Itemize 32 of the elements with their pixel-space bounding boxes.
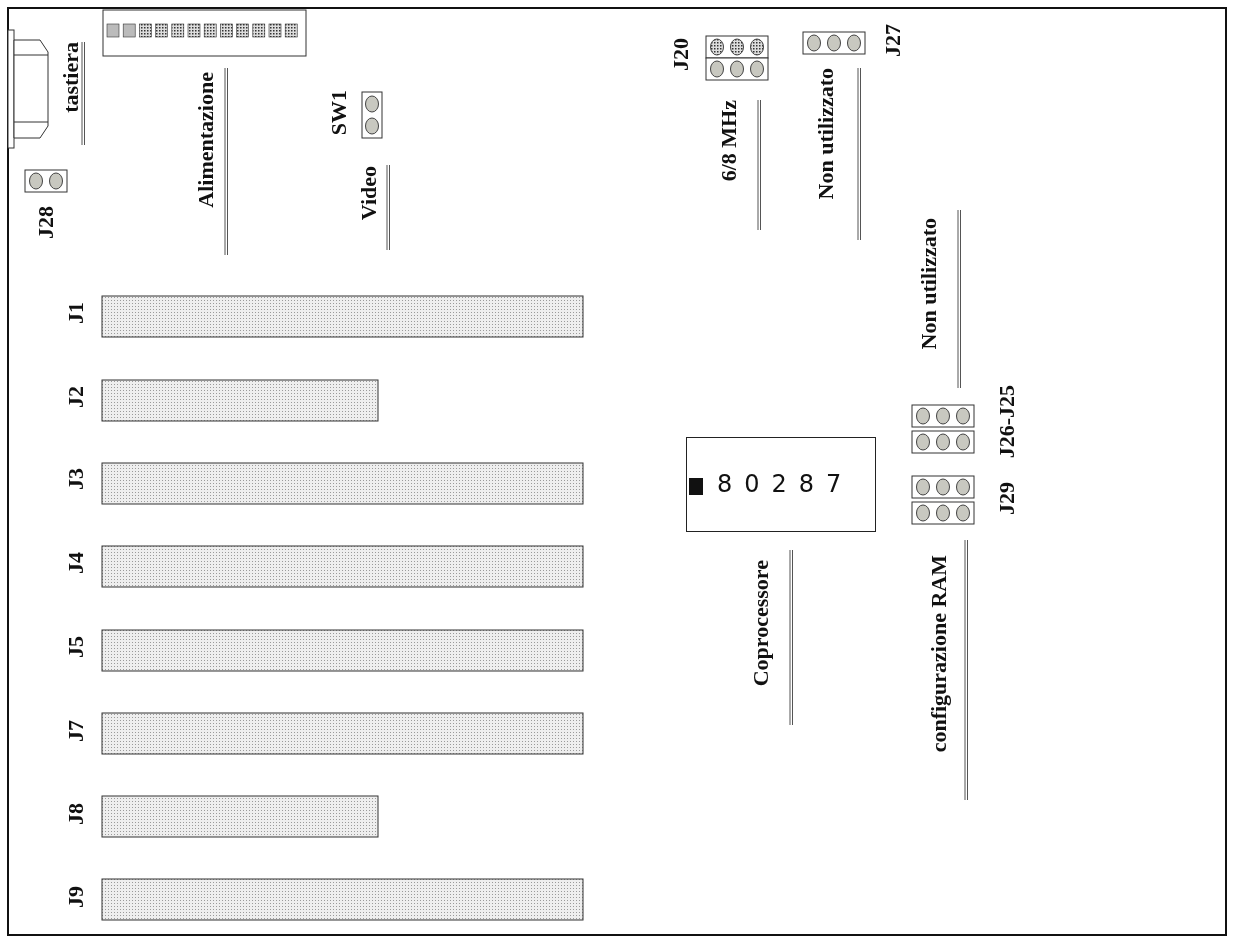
part-label: tastiera (60, 42, 82, 113)
expansion-slot (101, 545, 584, 588)
part-label: J20 (670, 38, 692, 71)
expansion-slot (101, 462, 584, 505)
part-label: Video (358, 166, 380, 221)
chip-caption: Coprocessore (750, 560, 772, 687)
expansion-slot (101, 795, 379, 838)
expansion-slot (101, 629, 584, 672)
part-label: J2 (65, 386, 87, 408)
expansion-slot (101, 878, 584, 921)
expansion-slot (101, 295, 584, 338)
part-label: J28 (35, 206, 57, 239)
part-label: J1 (65, 302, 87, 324)
part-label: SW1 (328, 90, 350, 136)
part-label: J7 (65, 720, 87, 742)
part-label: J8 (65, 803, 87, 825)
part-label: J5 (65, 636, 87, 658)
expansion-slot (101, 379, 379, 422)
chip-socket (686, 437, 876, 532)
part-label: J3 (65, 468, 87, 490)
part-label: J4 (65, 552, 87, 574)
part-label: J29 (996, 482, 1018, 515)
part-label: configurazione RAM (928, 555, 950, 753)
part-label: Alimentazione (195, 72, 217, 208)
part-label: J27 (882, 24, 904, 57)
expansion-slot (101, 712, 584, 755)
chip-label: 80287 (717, 471, 854, 497)
part-label: Non utilizzato (815, 68, 837, 200)
part-label: Non utilizzato (918, 218, 940, 350)
part-label: J26-J25 (996, 385, 1018, 459)
part-label: J9 (65, 886, 87, 908)
part-label: 6/8 MHz (718, 100, 740, 182)
